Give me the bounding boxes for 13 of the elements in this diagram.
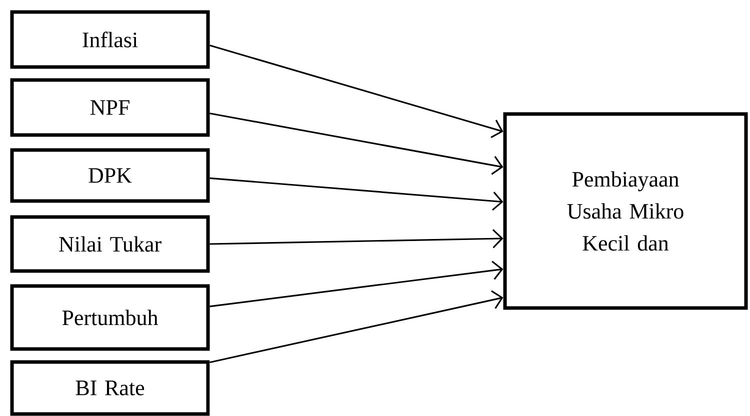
arrow (210, 112, 504, 175)
variable-box: BI Rate (10, 360, 210, 416)
arrow (210, 229, 504, 248)
arrow (210, 290, 504, 364)
variable-box: DPK (10, 148, 210, 203)
arrow (210, 177, 504, 211)
outcome-box: Pembiayaan Usaha Mikro Kecil dan (503, 112, 748, 310)
variable-box: NPF (10, 78, 210, 137)
variable-box: Pertumbuh (10, 284, 210, 351)
variable-box: Inflasi (10, 10, 210, 69)
arrow (210, 44, 504, 138)
variable-box: Nilai Tukar (10, 215, 210, 273)
arrow (210, 260, 504, 308)
